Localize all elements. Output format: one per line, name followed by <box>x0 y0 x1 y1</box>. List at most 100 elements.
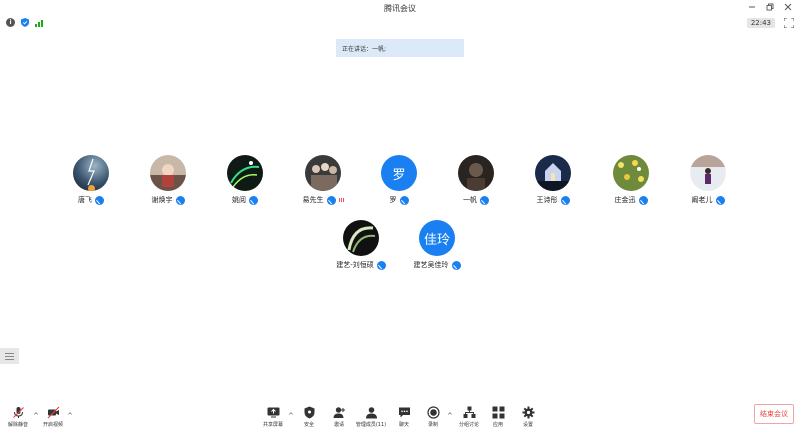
name-row: 姚阅 <box>232 195 258 205</box>
tool-label: 开启视频 <box>42 422 63 428</box>
participant-tile[interactable]: 唐飞 <box>56 155 126 205</box>
volume-icon <box>338 198 344 202</box>
chevron-up-icon[interactable]: ^ <box>33 412 39 420</box>
info-bar: i 22:43 <box>0 16 800 32</box>
participant-tile[interactable]: 谢焕宇 <box>133 155 203 205</box>
tool-label: 管理成员(11) <box>355 422 387 428</box>
participant-tile[interactable]: 佳玲 建艺吴佳玲 <box>402 220 472 270</box>
chevron-up-icon[interactable]: ^ <box>67 412 73 420</box>
window-controls <box>746 1 794 13</box>
end-meeting-button[interactable]: 结束会议 <box>754 404 794 424</box>
participant-tile[interactable]: 一帆 <box>441 155 511 205</box>
tool-label: 安全 <box>303 422 314 428</box>
record-icon <box>426 406 440 419</box>
tool-label: 应用 <box>492 422 503 428</box>
mic-icon <box>715 195 725 205</box>
info-icon[interactable]: i <box>6 18 15 27</box>
participant-name: 谢焕宇 <box>151 196 173 204</box>
tool-label: 共享屏幕 <box>262 422 283 428</box>
shield-icon <box>304 406 314 419</box>
manage-members-button[interactable]: 管理成员(11) <box>353 406 389 428</box>
members-icon <box>365 407 377 419</box>
mic-icon <box>399 195 409 205</box>
mic-icon <box>638 195 648 205</box>
chat-button[interactable]: 聊天 <box>386 406 422 428</box>
settings-button[interactable]: 设置 <box>510 406 546 428</box>
participant-name: 王诗彤 <box>536 196 558 204</box>
name-row: 建艺吴佳玲 <box>414 260 461 270</box>
tool-label: 邀请 <box>333 422 344 428</box>
avatar[interactable] <box>343 220 379 256</box>
chevron-up-icon[interactable]: ^ <box>447 412 453 420</box>
unmute-button[interactable]: 解除静音 <box>0 406 36 428</box>
minimize-icon[interactable] <box>746 1 758 13</box>
participant-tile[interactable]: 罗 罗 <box>364 155 434 205</box>
name-row: 谢焕宇 <box>152 195 185 205</box>
participant-tile[interactable]: 王诗彤 <box>518 155 588 205</box>
participant-name: 罗 <box>389 196 397 204</box>
participant-tile[interactable]: 姚阅 <box>210 155 280 205</box>
avatar[interactable]: 罗 <box>381 155 417 191</box>
host-badge <box>88 185 95 191</box>
invite-button[interactable]: 邀请 <box>321 406 357 428</box>
name-row: 王诗彤 <box>537 195 570 205</box>
title-bar: 腾讯会议 <box>0 0 800 16</box>
name-row: 一帆 <box>463 195 489 205</box>
chevron-up-icon[interactable]: ^ <box>288 412 294 420</box>
apps-button[interactable]: 应用 <box>480 406 516 428</box>
speaking-banner: 正在讲话：一帆; <box>336 39 464 57</box>
participant-tile[interactable]: 易先生 <box>288 155 358 205</box>
fullscreen-icon[interactable] <box>784 18 794 28</box>
avatar[interactable] <box>305 155 341 191</box>
participant-name: 易先生 <box>302 196 324 204</box>
mic-icon <box>249 195 258 205</box>
shield-icon[interactable] <box>21 18 29 27</box>
name-row: 易先生 <box>303 195 344 205</box>
participant-tile[interactable]: 阚老儿 <box>673 155 743 205</box>
tool-label: 设置 <box>522 422 533 428</box>
mic-icon <box>560 195 570 205</box>
mic-icon <box>451 260 461 270</box>
participant-tile[interactable]: 庄金迅 <box>596 155 666 205</box>
avatar[interactable] <box>690 155 726 191</box>
participant-tile[interactable]: 建艺-刘恒硕 <box>326 220 396 270</box>
avatar[interactable] <box>73 155 109 191</box>
participant-name: 庄金迅 <box>614 196 636 204</box>
add-user-icon <box>333 407 345 418</box>
start-video-button[interactable]: 开启视频 <box>35 406 71 428</box>
gear-icon <box>522 406 534 419</box>
name-row: 罗 <box>390 195 409 205</box>
participant-name: 建艺吴佳玲 <box>413 261 449 269</box>
tool-label: 分组讨论 <box>458 422 479 428</box>
security-button[interactable]: 安全 <box>291 406 327 428</box>
apps-icon <box>492 406 504 419</box>
mic-icon <box>326 195 336 205</box>
name-row: 唐飞 <box>78 195 104 205</box>
record-button[interactable]: 录制 <box>415 406 451 428</box>
avatar[interactable]: 佳玲 <box>419 220 455 256</box>
avatar[interactable] <box>150 155 186 191</box>
restore-icon[interactable] <box>764 1 776 13</box>
participant-name: 姚阅 <box>232 196 246 204</box>
chat-icon <box>398 407 410 418</box>
close-icon[interactable] <box>782 1 794 13</box>
breakout-rooms-button[interactable]: 分组讨论 <box>451 406 487 428</box>
side-panel-toggle[interactable] <box>0 348 19 364</box>
avatar[interactable] <box>458 155 494 191</box>
signal-icon[interactable] <box>35 19 44 27</box>
bottom-toolbar: 解除静音 ^ 开启视频 ^ 共享屏幕 ^ 安全 邀请 管理成员(11) 聊天 <box>0 400 800 430</box>
participant-name: 阚老儿 <box>691 196 713 204</box>
window-title: 腾讯会议 <box>384 4 416 13</box>
info-icons: i <box>6 18 44 27</box>
mic-icon <box>480 195 489 205</box>
tool-label: 录制 <box>427 422 438 428</box>
breakout-icon <box>463 406 475 418</box>
share-screen-button[interactable]: 共享屏幕 <box>255 406 291 428</box>
avatar[interactable] <box>613 155 649 191</box>
avatar[interactable] <box>227 155 263 191</box>
screen-share-icon <box>267 407 279 418</box>
avatar[interactable] <box>535 155 571 191</box>
participant-name: 建艺-刘恒硕 <box>336 261 374 269</box>
tool-label: 聊天 <box>398 422 409 428</box>
